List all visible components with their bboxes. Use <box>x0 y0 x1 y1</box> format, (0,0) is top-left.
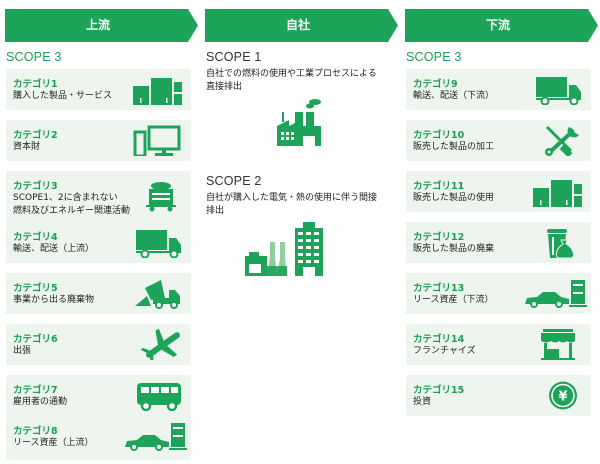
category-label: カテゴリ3 <box>13 181 58 192</box>
category-label: カテゴリ5 <box>13 283 58 294</box>
category-desc: 販売した製品の廃棄 <box>413 244 495 254</box>
category-card: カテゴリ2 資本財 <box>6 120 191 161</box>
category-desc: リース資産（上流） <box>13 438 94 448</box>
category-card: カテゴリ10 販売した製品の加工 <box>406 120 591 161</box>
category-desc: 事業から出る廃棄物 <box>13 295 95 305</box>
category-desc: 輸送、配送（上流） <box>13 244 95 254</box>
category-desc: 資本財 <box>13 142 41 152</box>
category-card: カテゴリ9 輸送、配送（下流） <box>406 69 591 110</box>
category-label: カテゴリ12 <box>413 232 465 243</box>
category-desc: 出張 <box>13 346 32 356</box>
banner-label: 下流 <box>485 18 510 32</box>
upstream-banner: 上流 <box>5 9 198 42</box>
category-desc: フランチャイズ <box>413 346 476 356</box>
category-card: カテゴリ7 雇用者の通勤 <box>6 375 191 416</box>
airplane-icon <box>140 329 180 360</box>
scope2-title: SCOPE 2 <box>206 174 262 188</box>
category-label: カテゴリ8 <box>13 426 58 437</box>
banner-label: 自社 <box>285 18 310 32</box>
category-desc: 購入した製品・サービス <box>13 91 113 101</box>
category-card: カテゴリ13 リース資産（下流） <box>406 273 591 314</box>
scope-title: SCOPE 3 <box>406 50 462 64</box>
boxes-icon <box>133 78 182 105</box>
car-copier-icon <box>525 280 587 308</box>
category-desc: 投資 <box>413 397 432 407</box>
scope1-title: SCOPE 1 <box>206 50 262 64</box>
category-desc: SCOPE1、2に含まれない <box>13 193 118 203</box>
category-desc: 輸送、配送（下流） <box>413 91 495 101</box>
scope2-desc-line2: 排出 <box>206 206 225 216</box>
category-card: カテゴリ1 購入した製品・サービス <box>6 69 191 110</box>
scope1-desc: 自社での燃料の使用や工業プロセスによる <box>206 69 377 79</box>
category-desc-line2: 燃料及びエネルギー関連活動 <box>13 206 131 216</box>
truck-icon <box>136 230 181 258</box>
category-desc: リース資産（下流） <box>413 295 494 305</box>
scope2-desc: 自社が購入した電気・熱の使用に伴う間接 <box>206 193 378 203</box>
category-label: カテゴリ11 <box>413 181 465 192</box>
downstream-banner: 下流 <box>405 9 598 42</box>
category-desc: 雇用者の通勤 <box>13 397 68 407</box>
banner-label: 上流 <box>85 18 110 32</box>
category-card: カテゴリ11 販売した製品の使用 <box>406 171 591 212</box>
category-label: カテゴリ7 <box>13 385 58 396</box>
svg-text:¥: ¥ <box>558 390 567 405</box>
freight-car-icon <box>146 182 176 212</box>
car-copier-icon <box>125 423 187 451</box>
bus-icon <box>137 383 181 411</box>
category-label: カテゴリ1 <box>13 79 58 90</box>
arrow-banner-shape <box>205 9 398 42</box>
category-label: カテゴリ4 <box>13 232 58 243</box>
category-card: カテゴリ8 リース資産（上流） <box>6 416 191 460</box>
category-card: カテゴリ5 事業から出る廃棄物 <box>6 273 191 314</box>
own-company-banner: 自社 <box>205 9 398 42</box>
category-card: カテゴリ4 輸送、配送（上流） <box>6 222 191 263</box>
arrow-banner-shape <box>5 9 198 42</box>
category-label: カテゴリ10 <box>413 130 465 141</box>
arrow-banner-shape <box>405 9 598 42</box>
dump-truck-icon <box>135 280 180 309</box>
computer-icon <box>133 125 181 156</box>
power-plant-building-icon <box>245 222 323 276</box>
boxes-icon <box>533 180 582 207</box>
category-label: カテゴリ2 <box>13 130 58 141</box>
category-card: カテゴリ6 出張 <box>6 324 191 365</box>
category-card: カテゴリ12 販売した製品の廃棄 <box>406 222 591 263</box>
tools-icon <box>545 125 579 156</box>
category-desc: 販売した製品の使用 <box>413 193 495 203</box>
category-label: カテゴリ9 <box>413 79 458 90</box>
category-label: カテゴリ14 <box>413 334 465 345</box>
category-desc: 販売した製品の加工 <box>413 142 495 152</box>
shop-icon <box>541 329 575 360</box>
category-card: カテゴリ14 フランチャイズ <box>406 324 591 365</box>
category-card: カテゴリ15 投資 ¥ <box>406 375 591 416</box>
factory-icon <box>277 99 321 146</box>
trash-icon <box>547 229 575 258</box>
yen-coin-icon: ¥ <box>549 381 577 410</box>
truck-icon <box>536 77 581 105</box>
category-card: カテゴリ3 SCOPE1、2に含まれない 燃料及びエネルギー関連活動 <box>6 171 191 224</box>
scope1-desc-line2: 直接排出 <box>206 82 243 92</box>
category-label: カテゴリ6 <box>13 334 58 345</box>
category-label: カテゴリ15 <box>413 385 465 396</box>
scope-title: SCOPE 3 <box>6 50 62 64</box>
category-label: カテゴリ13 <box>413 283 465 294</box>
